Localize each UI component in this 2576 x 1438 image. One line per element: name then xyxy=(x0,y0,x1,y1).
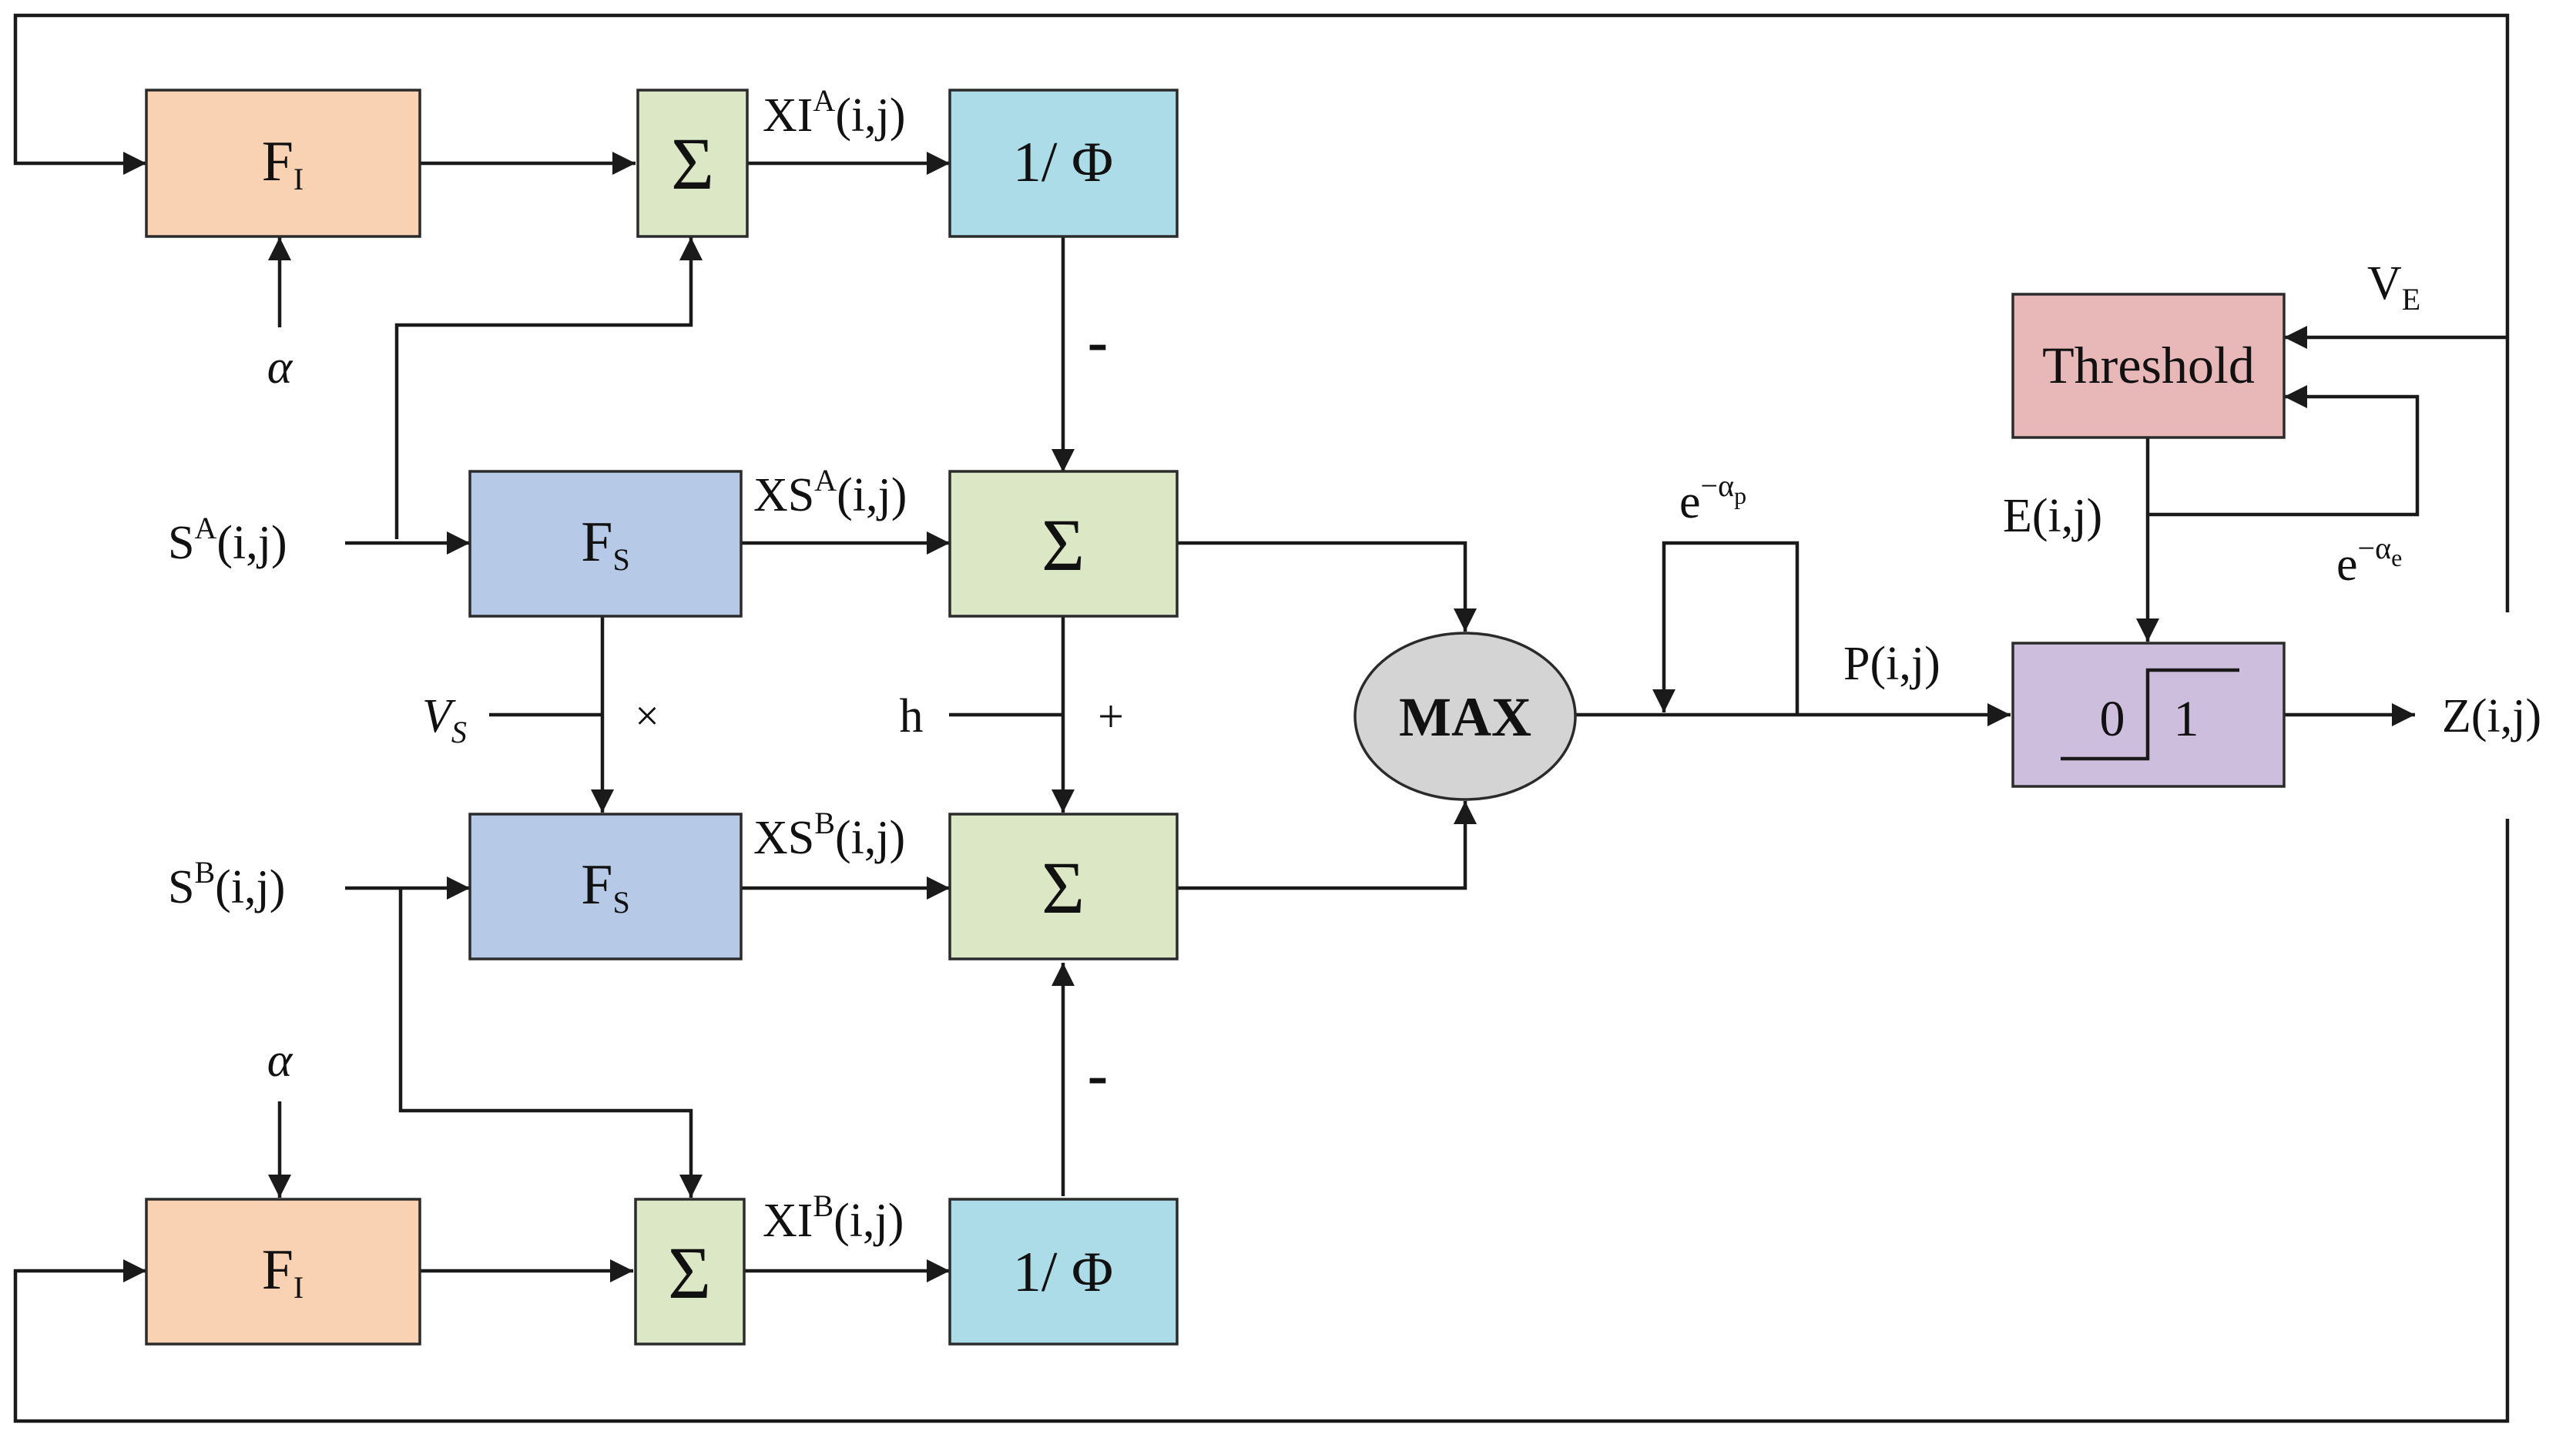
sum-a-block: Σ xyxy=(948,470,1179,618)
minus-top-sign: - xyxy=(1088,308,1109,376)
xs-a-label: XSA(i,j) xyxy=(753,463,907,521)
fi-top-block: FI xyxy=(145,89,421,238)
arrow-sa-to-sum-top xyxy=(394,237,703,539)
fi-top-main: F xyxy=(262,130,293,193)
step-high-label: 1 xyxy=(2174,691,2199,747)
step-function-icon xyxy=(2061,668,2239,761)
h-label: h xyxy=(900,690,924,742)
phi-top-box xyxy=(948,89,1179,238)
p-label: P(i,j) xyxy=(1843,638,1940,690)
sum-top-symbol: Σ xyxy=(671,122,714,205)
fs-bottom-sub: S xyxy=(612,885,629,920)
threshold-box xyxy=(2011,293,2286,439)
fi-bottom-main: F xyxy=(262,1239,293,1302)
phi-top-block: 1/ Φ xyxy=(948,89,1179,238)
sum-top-box xyxy=(636,89,749,238)
sum-b-block: Σ xyxy=(948,813,1179,960)
phi-top-label: 1/ Φ xyxy=(1013,131,1113,194)
svg-text:FS: FS xyxy=(581,511,629,577)
max-label: MAX xyxy=(1399,686,1531,748)
threshold-label: Threshold xyxy=(2042,336,2255,394)
fs-bottom-block: FS xyxy=(468,813,743,960)
sum-a-symbol: Σ xyxy=(1041,504,1085,586)
fi-top-sub: I xyxy=(293,162,304,196)
decay-e-label: e−αe xyxy=(2336,531,2402,591)
ve-label: VE xyxy=(2367,257,2420,317)
xi-b-label: XIB(i,j) xyxy=(763,1188,904,1247)
step-low-label: 0 xyxy=(2100,691,2125,747)
z-label: Z(i,j) xyxy=(2442,690,2541,742)
arrow-sb-to-sum-bottom xyxy=(398,888,703,1198)
arrow-sum-a-to-max xyxy=(1177,541,1477,632)
fs-top-main: F xyxy=(581,511,612,574)
sum-bottom-block: Σ xyxy=(634,1198,746,1346)
fs-bottom-box xyxy=(468,813,743,960)
fi-bottom-sub: I xyxy=(293,1270,304,1305)
sum-top-block: Σ xyxy=(636,89,749,238)
fi-bottom-block: FI xyxy=(145,1198,421,1346)
fs-top-sub: S xyxy=(612,542,629,577)
max-ellipse xyxy=(1353,632,1577,801)
fs-top-block: FS xyxy=(468,470,743,618)
times-sign: × xyxy=(635,692,659,740)
e-label: E(i,j) xyxy=(2003,490,2102,542)
sum-b-box xyxy=(948,813,1179,960)
arrow-e-decay-loop xyxy=(2148,385,2420,517)
fs-top-box xyxy=(468,470,743,618)
alpha-bottom-label: α xyxy=(267,1034,293,1087)
sum-bottom-symbol: Σ xyxy=(668,1232,711,1314)
max-node: MAX xyxy=(1353,632,1577,801)
sum-a-box xyxy=(948,470,1179,618)
bottom-feedback-line xyxy=(13,819,2510,1423)
threshold-block: Threshold xyxy=(2011,293,2286,439)
step-block: 0 1 xyxy=(2011,642,2286,788)
xs-b-label: XSB(i,j) xyxy=(753,806,905,864)
svg-text:FI: FI xyxy=(262,1239,304,1305)
arrow-sum-b-to-max xyxy=(1177,801,1477,890)
vs-label: VS xyxy=(422,690,467,749)
phi-bottom-label: 1/ Φ xyxy=(1013,1241,1113,1304)
connection-lines xyxy=(13,13,2510,1423)
sb-label: SB(i,j) xyxy=(168,855,285,913)
alpha-top-label: α xyxy=(267,341,293,394)
svg-text:FS: FS xyxy=(581,853,629,920)
phi-bottom-block: 1/ Φ xyxy=(948,1198,1179,1346)
fi-top-box xyxy=(145,89,421,238)
plus-sign: + xyxy=(1098,691,1124,742)
decay-p-label: e−αp xyxy=(1679,468,1746,528)
xi-a-label: XIA(i,j) xyxy=(763,83,906,142)
minus-bottom-sign: - xyxy=(1088,1041,1109,1109)
top-feedback-line xyxy=(13,13,2510,612)
arrow-p-decay-loop xyxy=(1652,541,1800,715)
fi-bottom-box xyxy=(145,1198,421,1346)
sum-b-symbol: Σ xyxy=(1041,846,1085,929)
fs-bottom-main: F xyxy=(581,853,612,917)
phi-bottom-box xyxy=(948,1198,1179,1346)
svg-text:FI: FI xyxy=(262,130,304,196)
sum-bottom-box xyxy=(634,1198,746,1346)
sa-label: SA(i,j) xyxy=(168,511,287,569)
